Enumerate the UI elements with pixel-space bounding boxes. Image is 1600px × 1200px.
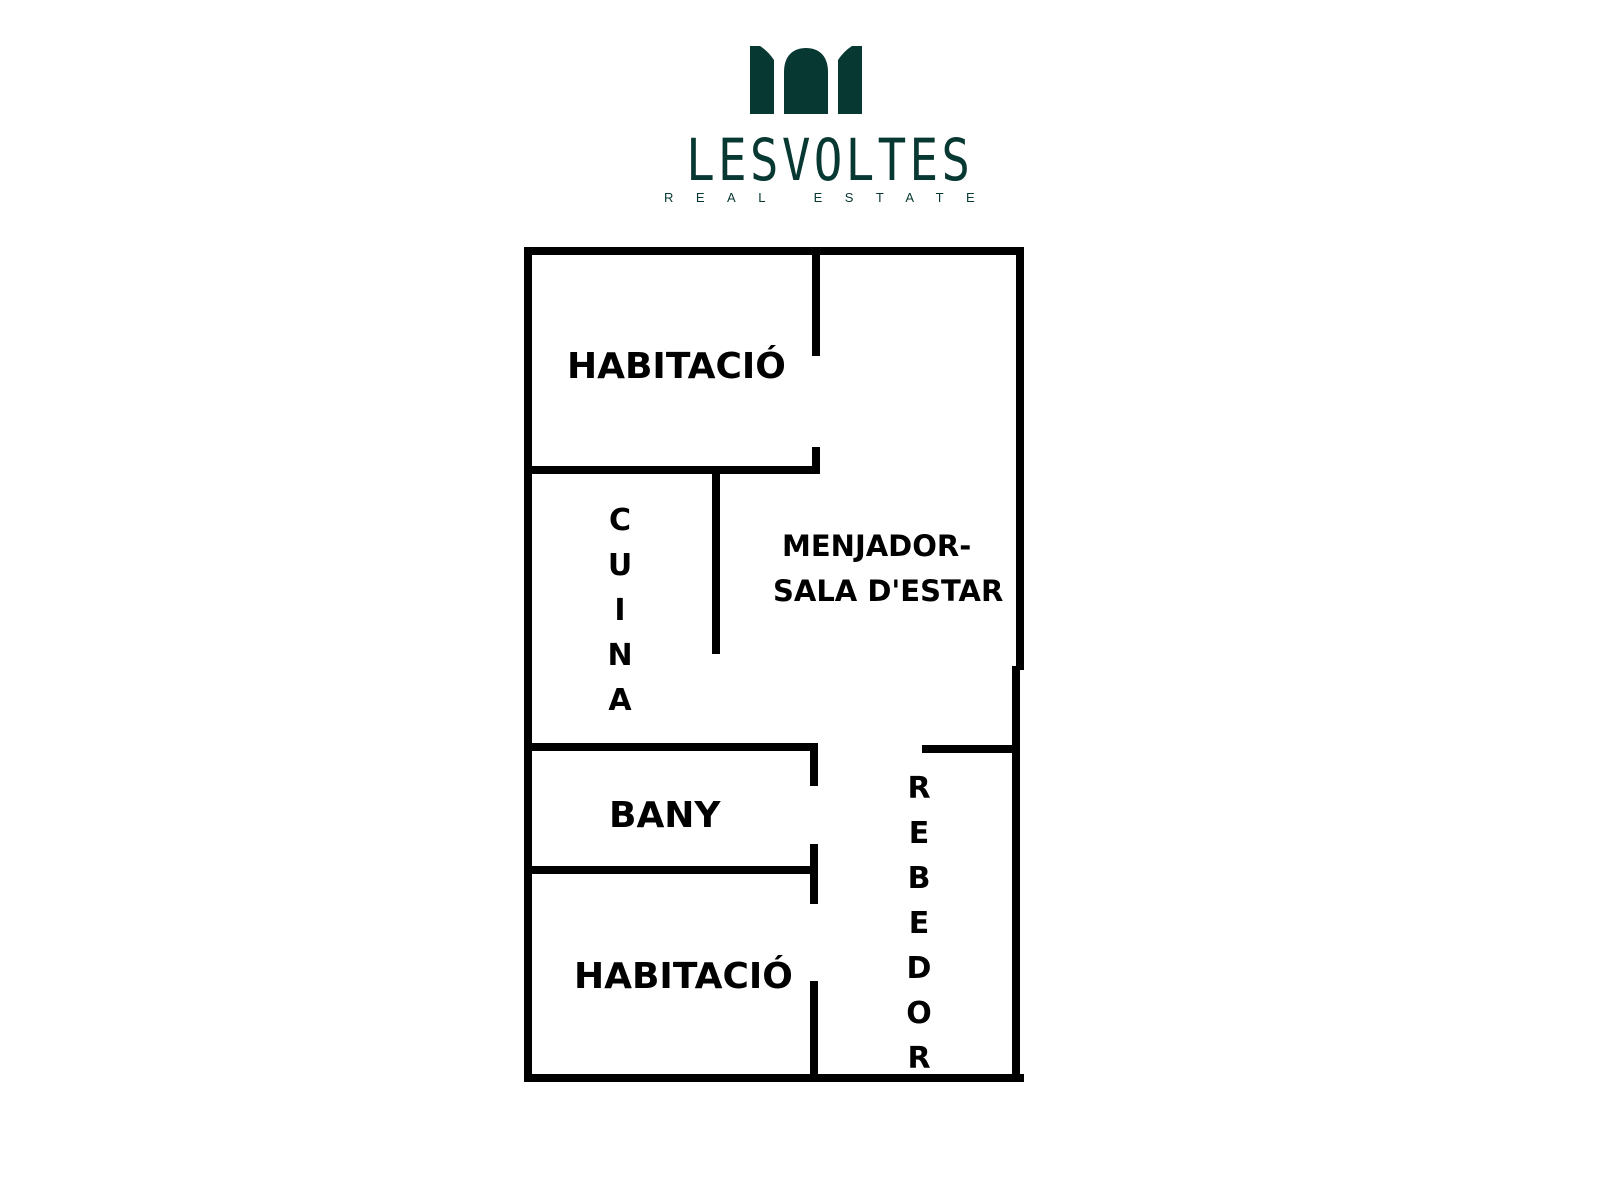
right-arch	[838, 46, 862, 114]
room-label-bedroom-top: HABITACIÓ	[567, 345, 786, 387]
room-label-living-dining-line1: MENJADOR-	[782, 529, 971, 563]
company-logo: LESVOLTES REAL ESTATE	[660, 44, 975, 214]
walls	[524, 247, 1024, 1082]
center-arch	[784, 48, 828, 114]
room-label-bedroom-bottom: HABITACIÓ	[574, 955, 793, 997]
arches-logo-icon	[750, 46, 862, 114]
brand-tagline: REAL ESTATE	[664, 190, 998, 205]
brand-name: LESVOLTES	[686, 126, 974, 194]
left-arch	[750, 46, 774, 114]
room-label-living-dining-line2: SALA D'ESTAR	[773, 574, 1003, 608]
room-label-bathroom: BANY	[609, 795, 721, 836]
